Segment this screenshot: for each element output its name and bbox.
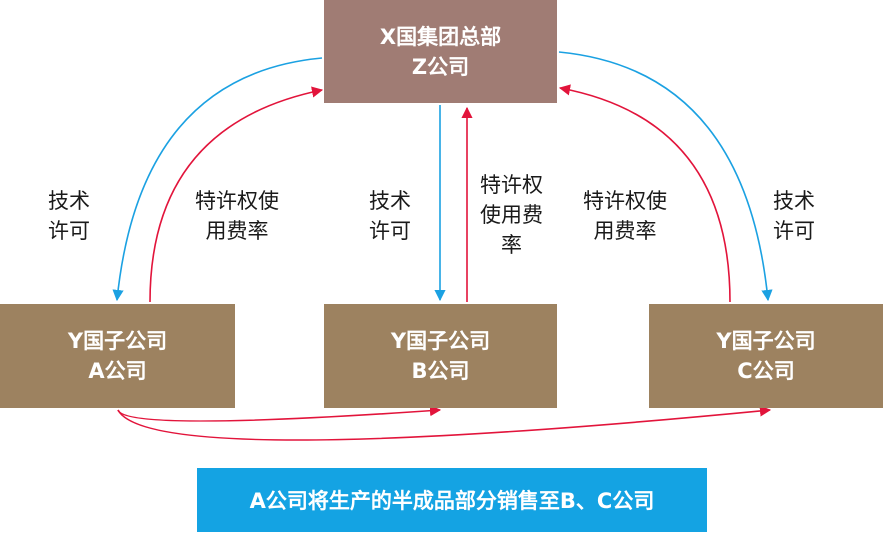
- label-tech-license-left: 技术 许可: [48, 189, 90, 243]
- subsidiary-a-line2: A公司: [88, 359, 147, 383]
- arrow-royalty-from-a: [149, 86, 324, 303]
- label-royalty-middle: 特许权 使用费 率: [480, 173, 543, 257]
- subsidiary-c-box: Y国子公司 C公司: [649, 304, 883, 408]
- arrow-sale-a-to-b: [117, 405, 442, 422]
- label-tech-license-right: 技术 许可: [773, 189, 815, 243]
- sales-note-banner: A公司将生产的半成品部分销售至B、C公司: [197, 468, 707, 532]
- arrow-sale-a-to-c: [117, 405, 772, 441]
- subsidiary-a-line1: Y国子公司: [67, 329, 168, 353]
- headquarters-line2: Z公司: [411, 54, 470, 79]
- label-royalty-left: 特许权使 用费率: [195, 189, 279, 243]
- label-tech-license-middle: 技术 许可: [369, 189, 411, 243]
- arrow-tech-license-to-c: [558, 51, 773, 302]
- arrow-tech-license-to-a: [112, 57, 323, 302]
- arrow-royalty-from-c: [558, 84, 731, 303]
- subsidiary-b-line1: Y国子公司: [390, 329, 491, 353]
- subsidiary-c-line2: C公司: [737, 359, 795, 383]
- subsidiary-b-line2: B公司: [411, 359, 470, 383]
- headquarters-line1: X国集团总部: [379, 24, 502, 49]
- subsidiary-c-line1: Y国子公司: [716, 329, 816, 353]
- subsidiary-a-box: Y国子公司 A公司: [0, 304, 235, 408]
- subsidiary-b-box: Y国子公司 B公司: [324, 304, 557, 408]
- label-royalty-right: 特许权使 用费率: [583, 189, 667, 243]
- headquarters-box: X国集团总部 Z公司: [324, 0, 557, 103]
